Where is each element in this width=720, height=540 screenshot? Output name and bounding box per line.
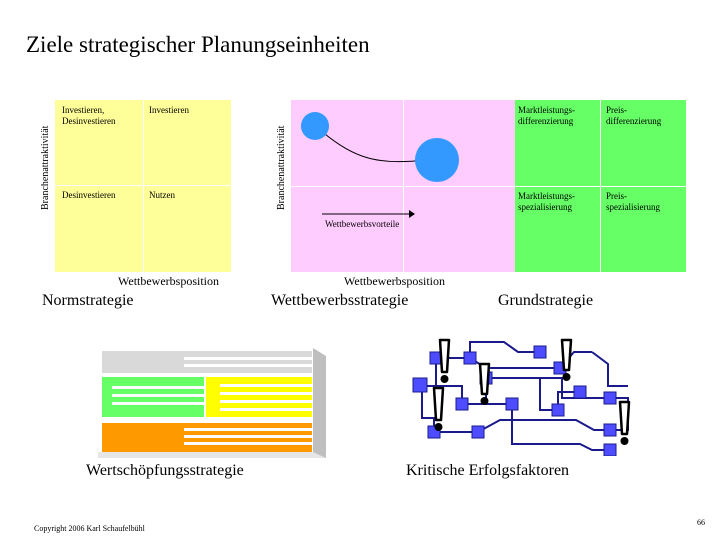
comp-caption: Wettbewerbsstrategie (271, 292, 409, 309)
csf-node (573, 385, 587, 399)
value-chain-caption: Wertschöpfungsstrategie (86, 462, 244, 479)
value-chain-stripe (112, 386, 204, 389)
grund-matrix: Marktleistungs-differenzierung Preis-dif… (515, 100, 686, 272)
exclamation-dot (620, 437, 629, 445)
comp-arrow (322, 210, 415, 218)
grund-cell-bottom-right: Preis-spezialisierung (606, 191, 660, 212)
norm-cell-top-left: Investieren, Desinvestieren (62, 105, 116, 126)
csf-node (471, 425, 485, 439)
grund-cell-bottom-left: Marktleistungs-spezialisierung (518, 191, 575, 212)
norm-cell-bottom-right: Nutzen (149, 190, 175, 200)
exclamation-dot (562, 373, 571, 381)
norm-matrix: Investieren, Desinvestieren Investieren … (55, 100, 231, 272)
value-chain-stripe (184, 435, 312, 438)
exclamation-icon (560, 338, 573, 372)
exclamation-icon (432, 386, 445, 422)
comp-x-axis-label: Wettbewerbsposition (344, 274, 446, 288)
norm-divider-h (55, 185, 231, 186)
comp-curve (314, 125, 427, 163)
value-chain-stripe (184, 442, 312, 445)
value-chain-stripe (184, 428, 312, 431)
value-chain-block-yellow (206, 377, 312, 417)
value-chain-row-gray (102, 351, 312, 373)
value-chain-stripe (220, 400, 312, 403)
csf-node (603, 423, 617, 437)
csf-node (603, 443, 617, 456)
exclamation-icon (438, 338, 451, 374)
comp-divider-h (291, 186, 515, 187)
value-chain-stripe (112, 402, 204, 405)
value-chain-stripe (112, 394, 204, 397)
comp-matrix: Wettbewerbsvorteile (291, 100, 515, 272)
value-chain-graphic (98, 348, 326, 458)
comp-circle-large (415, 138, 459, 182)
csf-node (603, 391, 617, 405)
comp-arrow-label: Wettbewerbsvorteile (325, 219, 400, 229)
norm-divider-v (143, 100, 144, 272)
norm-x-axis-label: Wettbewerbsposition (118, 274, 220, 288)
norm-caption: Normstrategie (42, 292, 134, 309)
page-number: 66 (697, 518, 705, 527)
norm-y-axis-label: Branchenattraktivität (40, 125, 51, 210)
value-chain-stripe (220, 384, 312, 387)
exclamation-dot (440, 375, 449, 383)
exclamation-dot (434, 423, 443, 431)
csf-node (455, 397, 469, 411)
comp-y-axis-label: Branchenattraktivität (276, 125, 287, 210)
csf-caption: Kritische Erfolgsfaktoren (406, 462, 570, 479)
value-chain-block-green (102, 377, 204, 417)
value-chain-stripe (220, 408, 312, 411)
value-chain-stripe (184, 364, 312, 367)
exclamation-icon (478, 362, 491, 396)
grund-divider-h (515, 186, 686, 187)
csf-node (412, 377, 428, 393)
grund-caption: Grundstrategie (498, 292, 594, 309)
csf-node (551, 403, 565, 417)
comp-circle-small (301, 112, 329, 140)
norm-cell-bottom-left: Desinvestieren (62, 190, 116, 200)
exclamation-icon (618, 400, 631, 436)
grund-cell-top-right: Preis-differenzierung (606, 105, 662, 126)
value-chain-stripe (184, 357, 312, 360)
copyright-text: Copyright 2006 Karl Schaufelbühl (34, 524, 145, 533)
value-chain-stripe (220, 392, 312, 395)
grund-cell-top-left: Marktleistungs-differenzierung (518, 105, 575, 126)
csf-node (533, 345, 547, 359)
norm-cell-top-right: Investieren (149, 105, 189, 115)
value-chain-shadow (98, 348, 326, 458)
csf-node (463, 351, 477, 365)
exclamation-dot (480, 397, 489, 405)
csf-network (412, 338, 631, 456)
slide-title: Ziele strategischer Planungseinheiten (26, 32, 370, 57)
csf-node (505, 397, 519, 411)
